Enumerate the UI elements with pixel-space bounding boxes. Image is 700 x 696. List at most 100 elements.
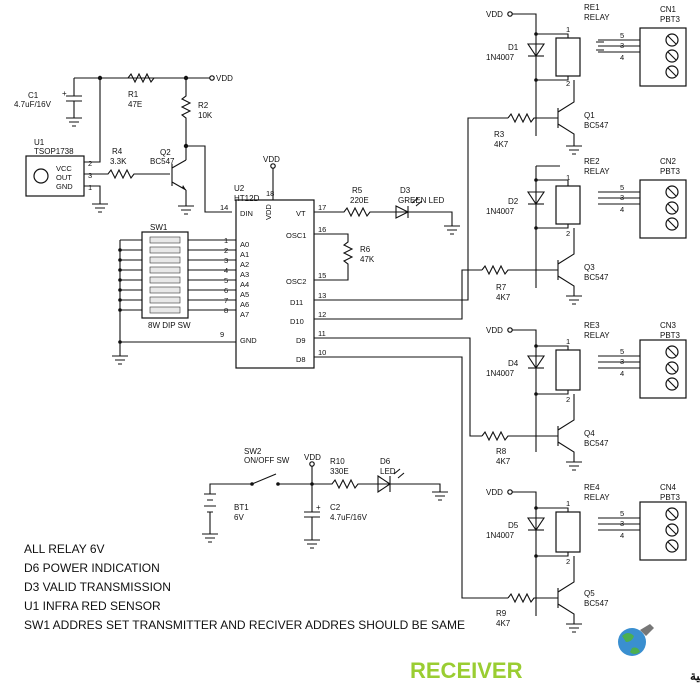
bt1-value: 6V: [234, 513, 244, 522]
svg-text:D10: D10: [290, 317, 304, 326]
r6-value: 47K: [360, 255, 375, 264]
svg-text:4: 4: [620, 205, 624, 214]
cn1-ref: CN1: [660, 5, 677, 14]
u2-ref: U2: [234, 184, 245, 193]
svg-text:A0: A0: [240, 240, 249, 249]
c2-ref: C2: [330, 503, 341, 512]
svg-text:D8: D8: [296, 355, 306, 364]
svg-text:VDD: VDD: [486, 488, 503, 497]
d6-ref: D6: [380, 457, 391, 466]
svg-text:A1: A1: [240, 250, 249, 259]
svg-text:4: 4: [620, 53, 624, 62]
u1-pin-gnd: GND: [56, 182, 73, 191]
sw2-label: ON/OFF SW: [244, 456, 290, 465]
note-5: SW1 ADDRES SET TRANSMITTER AND RECIVER A…: [24, 618, 465, 632]
svg-text:8: 8: [224, 306, 228, 315]
relay-block-2: [481, 165, 687, 305]
svg-text:+: +: [316, 503, 321, 512]
cn1-part: PBT3: [660, 15, 681, 24]
svg-text:A5: A5: [240, 290, 249, 299]
globe-logo-icon: [618, 624, 654, 656]
cn3-ref: CN3: [660, 321, 677, 330]
d4-part: 1N4007: [486, 369, 515, 378]
svg-text:VDD: VDD: [486, 326, 503, 335]
re3-ref: RE3: [584, 321, 600, 330]
svg-text:3: 3: [620, 41, 624, 50]
svg-text:5: 5: [620, 31, 624, 40]
note-3: D3 VALID TRANSMISSION: [24, 580, 171, 594]
relay-block-3: [481, 327, 687, 471]
re4-type: RELAY: [584, 493, 610, 502]
svg-text:16: 16: [318, 225, 326, 234]
svg-text:5: 5: [224, 276, 228, 285]
svg-text:OSC1: OSC1: [286, 231, 306, 240]
svg-text:3: 3: [620, 357, 624, 366]
q5-part: BC547: [584, 599, 609, 608]
r6-ref: R6: [360, 245, 371, 254]
svg-text:10: 10: [318, 348, 326, 357]
svg-text:5: 5: [620, 509, 624, 518]
svg-text:15: 15: [318, 271, 326, 280]
svg-text:18: 18: [266, 189, 274, 198]
d3-value: GREEN LED: [398, 196, 444, 205]
svg-text:5: 5: [620, 183, 624, 192]
cn3-part: PBT3: [660, 331, 681, 340]
svg-text:2: 2: [566, 557, 570, 566]
r9-value: 4K7: [496, 619, 511, 628]
u1-ir-sensor: VCC OUT GND 2 3 1: [25, 155, 92, 197]
notes: ALL RELAY 6V D6 POWER INDICATION D3 VALI…: [24, 542, 465, 632]
svg-text:17: 17: [318, 203, 326, 212]
power-supply-circuit: [202, 461, 448, 549]
vdd-label-top: VDD: [216, 74, 233, 83]
svg-text:A2: A2: [240, 260, 249, 269]
svg-text:DIN: DIN: [240, 209, 253, 218]
d4-ref: D4: [508, 359, 519, 368]
svg-text:D9: D9: [296, 336, 306, 345]
svg-text:1: 1: [566, 337, 570, 346]
logo-text: القرية الالكترونية: [690, 669, 700, 684]
svg-text:GND: GND: [240, 336, 257, 345]
q4-part: BC547: [584, 439, 609, 448]
u1-part: TSOP1738: [34, 147, 74, 156]
sw1-dip-switch: [141, 231, 189, 319]
r4-value: 3.3K: [110, 157, 127, 166]
re2-type: RELAY: [584, 167, 610, 176]
svg-text:7: 7: [224, 296, 228, 305]
re1-type: RELAY: [584, 13, 610, 22]
relay-block-4: [507, 489, 687, 633]
u1-pin-vcc: VCC: [56, 164, 72, 173]
svg-text:1: 1: [566, 25, 570, 34]
svg-text:VT: VT: [296, 209, 306, 218]
q3-part: BC547: [584, 273, 609, 282]
r1-value: 47E: [128, 100, 142, 109]
r2-ref: R2: [198, 101, 209, 110]
u2-part: HT12D: [234, 194, 260, 203]
wires-power-section: [66, 72, 232, 215]
u1-ref: U1: [34, 138, 45, 147]
r9-ref: R9: [496, 609, 507, 618]
r2-value: 10K: [198, 111, 213, 120]
d2-part: 1N4007: [486, 207, 515, 216]
note-1: ALL RELAY 6V: [24, 542, 105, 556]
svg-text:2: 2: [566, 79, 570, 88]
svg-text:A4: A4: [240, 280, 249, 289]
svg-text:12: 12: [318, 310, 326, 319]
q3-ref: Q3: [584, 263, 595, 272]
svg-text:1: 1: [224, 236, 228, 245]
note-2: D6 POWER INDICATION: [24, 561, 160, 575]
sw2-ref: SW2: [244, 447, 262, 456]
svg-text:3: 3: [224, 256, 228, 265]
r3-ref: R3: [494, 130, 505, 139]
d5-part: 1N4007: [486, 531, 515, 540]
svg-text:3: 3: [620, 193, 624, 202]
r5-value: 220E: [350, 196, 369, 205]
svg-text:+: +: [62, 89, 67, 98]
svg-text:1: 1: [566, 173, 570, 182]
r8-ref: R8: [496, 447, 507, 456]
svg-text:1: 1: [88, 183, 92, 192]
svg-text:VDD: VDD: [486, 10, 503, 19]
d1-ref: D1: [508, 43, 519, 52]
sw1-ref: SW1: [150, 223, 168, 232]
svg-text:11: 11: [318, 329, 326, 338]
